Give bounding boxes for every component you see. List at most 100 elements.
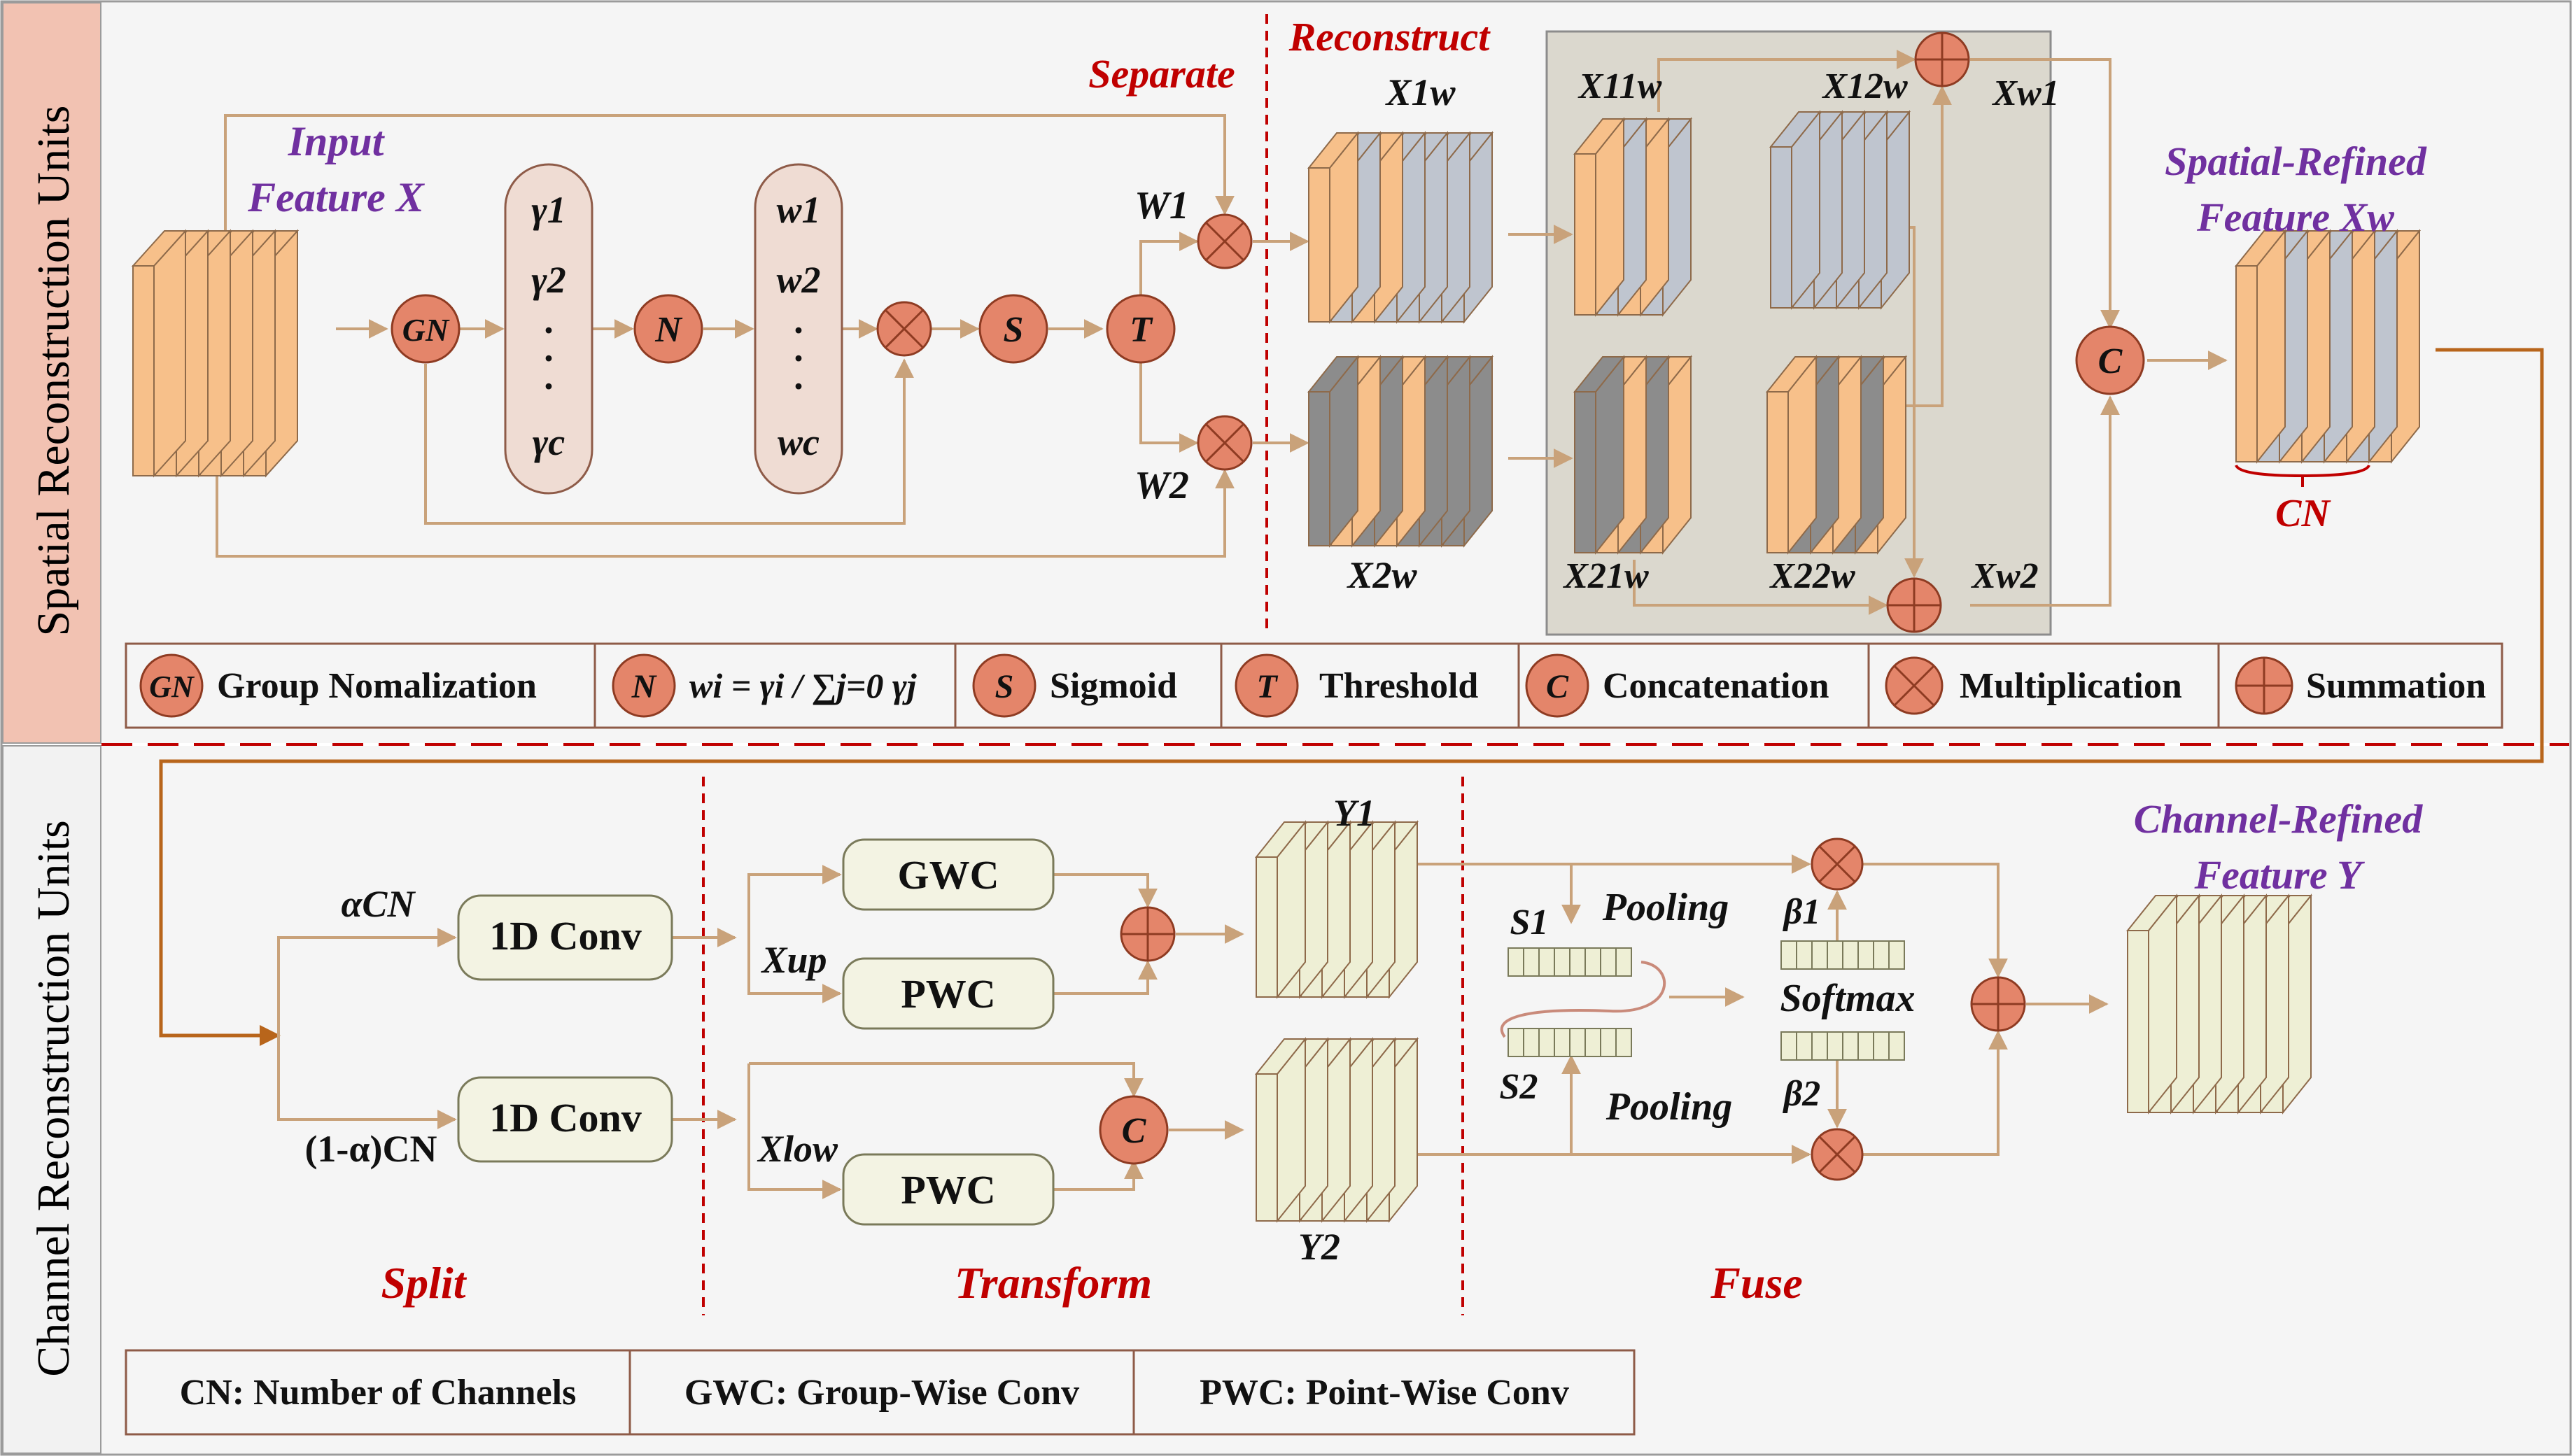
x1w-label: X1w [1384, 71, 1456, 113]
alpha-cn-label: αCN [342, 883, 416, 925]
slab-front [1574, 153, 1596, 316]
vector-cell [1811, 940, 1828, 970]
legend-item-sum: Summation [2235, 656, 2486, 715]
softmax-label: Softmax [1780, 977, 1916, 1020]
svg-text:T: T [1130, 310, 1153, 350]
vector-cell [1827, 940, 1843, 970]
vector-cell [1600, 947, 1617, 977]
top-unit-band [2, 2, 101, 744]
sru-to-cru-connection [159, 348, 2544, 1046]
svg-text:Summation: Summation [2306, 666, 2486, 706]
vector-cell [1508, 947, 1524, 977]
y2-feature-stack [1254, 1037, 1419, 1223]
vector-cell [1538, 947, 1555, 977]
vector-cell [1569, 1028, 1586, 1057]
op-sum-transform [1120, 906, 1176, 962]
gamma-dot-1: · [542, 309, 555, 351]
conv1d-bottom-label: 1D Conv [489, 1095, 642, 1140]
bottom-legend-gwc: GWC: Group-Wise Conv [684, 1373, 1079, 1413]
op-multiply-w1 [1197, 213, 1253, 269]
vector-cell [1508, 1028, 1524, 1057]
svg-text:N: N [631, 668, 658, 705]
vector-cell [1538, 1028, 1555, 1057]
op-gn: GN [391, 294, 461, 364]
slab-side [153, 229, 186, 478]
op-sum-top [1914, 31, 1970, 87]
op-concat-sru: C [2075, 325, 2145, 395]
separate-label: Separate [1088, 51, 1235, 97]
bottom-unit-band [2, 745, 101, 1454]
slab-front [1308, 391, 1330, 546]
op-sum-bottom [1886, 577, 1942, 633]
op-sum-fuse [1970, 976, 2026, 1032]
gamma-2: γ2 [531, 259, 565, 301]
cru-connections [277, 854, 2109, 1199]
gamma-dot-3: · [542, 365, 555, 407]
vector-cell [1857, 940, 1874, 970]
vector-cell [1857, 1031, 1874, 1061]
conv1d-top [457, 894, 673, 981]
bottom-unit-label: Channel Reconstruction Units [28, 820, 79, 1377]
svg-text:C: C [2098, 341, 2123, 381]
vector-cell [1523, 1028, 1540, 1057]
svg-text:N: N [654, 310, 683, 350]
legend-dividers [593, 644, 2220, 728]
gwc-box [842, 838, 1055, 911]
vector-cell [1600, 1028, 1617, 1057]
slab-front [2235, 265, 2258, 462]
vector-cell [1811, 1031, 1828, 1061]
svg-text:Concatenation: Concatenation [1603, 666, 1829, 706]
legend-item-c: C Concatenation [1525, 653, 1829, 718]
legend-item-s: S Sigmoid [972, 653, 1177, 718]
input-label-line1: Input [288, 118, 386, 164]
slab-side [2256, 229, 2286, 464]
vector-cell [1523, 947, 1540, 977]
bottom-legend-pwc: PWC: Point-Wise Conv [1200, 1373, 1569, 1413]
legend-item-gn: GN Group Nomalization [139, 653, 537, 718]
svg-text:Group Nomalization: Group Nomalization [217, 666, 537, 706]
spatial-refined-stack [2234, 229, 2422, 464]
gamma-c: γc [533, 421, 565, 463]
vector-cell [1615, 947, 1632, 977]
top-unit-label: Spatial Reconstruction Units [28, 106, 79, 637]
weight-vector [754, 163, 843, 495]
x1w-feature-stack [1307, 131, 1494, 324]
op-concat-cru: C [1099, 1095, 1169, 1165]
legend-box [125, 642, 2503, 729]
op-t: T [1106, 294, 1176, 364]
s2-vector [1508, 1028, 1632, 1057]
x21-feature-stack [1573, 355, 1693, 555]
xw1-label: Xw1 [1991, 73, 2059, 113]
w2-label: W2 [1134, 464, 1189, 507]
op-multiply-gn [876, 301, 932, 357]
vector-cell [1554, 1028, 1570, 1057]
vector-cell [1888, 1031, 1905, 1061]
svg-text:GN: GN [149, 670, 195, 704]
channel-refined-line2: Feature Y [2194, 852, 2366, 898]
slab-front [1308, 167, 1330, 323]
svg-text:S: S [995, 668, 1014, 705]
x11-label: X11w [1577, 66, 1662, 106]
vector-cell [1584, 1028, 1601, 1057]
xw2-label: Xw2 [1970, 556, 2038, 596]
w-c: wc [778, 421, 820, 463]
s2-label: S2 [1500, 1067, 1538, 1107]
x22-feature-stack [1765, 355, 1908, 555]
legend-item-multiply: Multiplication [1885, 656, 2182, 715]
slab-front [1574, 391, 1596, 553]
spatial-refined-line2: Feature Xw [2196, 195, 2394, 240]
conv1d-top-label: 1D Conv [489, 913, 642, 959]
x12-label: X12w [1821, 66, 1908, 106]
fuse-label: Fuse [1710, 1258, 1803, 1308]
vector-cell [1888, 940, 1905, 970]
vector-cell [1827, 1031, 1843, 1061]
bottom-legend-cn: CN: Number of Channels [180, 1373, 577, 1413]
vector-cell [1796, 1031, 1813, 1061]
beta1-label: β1 [1783, 892, 1821, 932]
slab-front [1256, 856, 1278, 998]
slab-front [1766, 391, 1789, 553]
op-s: S [978, 294, 1048, 364]
slab-front [1256, 1073, 1278, 1222]
slab-front [2127, 930, 2149, 1113]
